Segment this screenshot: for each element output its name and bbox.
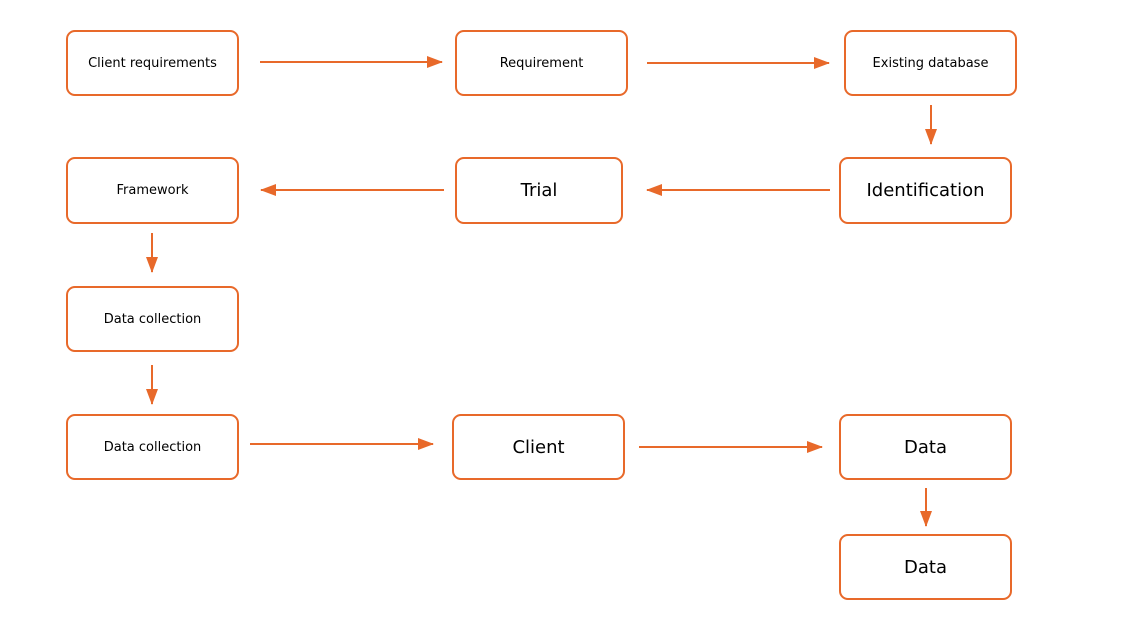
node-existing-database: Existing database bbox=[844, 30, 1017, 96]
node-label: Client requirements bbox=[88, 55, 217, 71]
node-label: Data collection bbox=[103, 439, 202, 455]
node-label: Data bbox=[904, 556, 947, 578]
node-data-collection: Data collection bbox=[66, 286, 239, 352]
node-label: Existing database bbox=[872, 55, 989, 71]
node-client-requirements: Client requirements bbox=[66, 30, 239, 96]
node-requirement: Requirement bbox=[455, 30, 628, 96]
node-label: Trial bbox=[520, 180, 558, 201]
node-data-final: Data bbox=[839, 534, 1012, 600]
node-label: Requirement bbox=[499, 55, 584, 71]
node-label: Identification bbox=[866, 180, 985, 201]
node-label: Client bbox=[512, 436, 565, 458]
node-label: Data bbox=[904, 436, 947, 458]
node-identification: Identification bbox=[839, 157, 1012, 224]
node-label: Data collection bbox=[103, 311, 202, 327]
node-framework: Framework bbox=[66, 157, 239, 224]
node-label: Framework bbox=[116, 183, 189, 198]
node-trial: Trial bbox=[455, 157, 623, 224]
node-client: Client bbox=[452, 414, 625, 480]
node-data: Data bbox=[839, 414, 1012, 480]
node-data-collection-second: Data collection bbox=[66, 414, 239, 480]
